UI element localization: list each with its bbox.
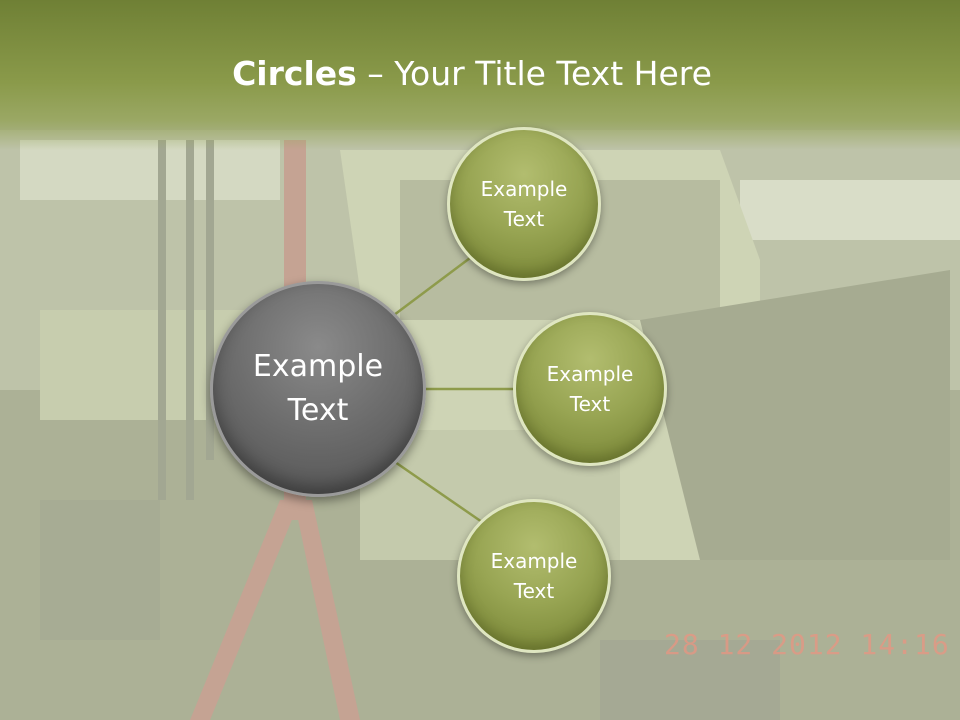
center-circle[interactable]: Example Text <box>210 281 426 497</box>
satellite-label: Example Text <box>546 362 634 416</box>
title-bold: Circles <box>232 54 357 93</box>
photo-date-stamp: 28 12 2012 14:16 <box>664 628 950 661</box>
satellite-circle-bottom[interactable]: Example Text <box>457 499 611 653</box>
title-band <box>0 0 960 150</box>
center-circle-label: Example Text <box>252 349 384 428</box>
connector-line <box>389 257 471 319</box>
slide-title: Circles – Your Title Text Here <box>0 54 944 93</box>
satellite-label: Example Text <box>480 177 568 231</box>
connector-line <box>394 460 483 524</box>
satellite-label: Example Text <box>490 549 578 603</box>
satellite-circle-middle[interactable]: Example Text <box>513 312 667 466</box>
satellite-circle-top[interactable]: Example Text <box>447 127 601 281</box>
title-rest: – Your Title Text Here <box>356 54 712 93</box>
